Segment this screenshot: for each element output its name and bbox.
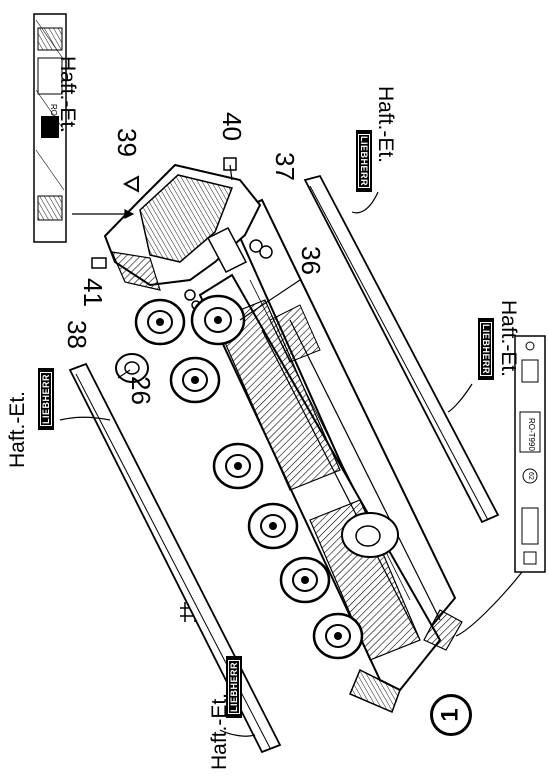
wheel — [190, 294, 246, 346]
liebherr-logo-2: LIEBHERR — [478, 318, 494, 381]
haft-et-label-2: Haft.-Et. — [374, 86, 397, 164]
wheel — [169, 356, 221, 404]
sticker-strip-left — [33, 13, 67, 243]
liebherr-logo-1: LIEBHERR — [356, 130, 372, 193]
leader-lines — [59, 164, 523, 737]
strip-code-right: RO-T990 — [527, 418, 536, 451]
haft-et-label-1: Haft.-Et. — [56, 56, 79, 134]
strip-badge: 62 — [527, 472, 534, 480]
part-number-40: 40 — [217, 112, 247, 141]
sticker-strip-right — [514, 335, 546, 573]
step-number: 1 — [436, 708, 464, 722]
part-number-37: 37 — [270, 152, 300, 181]
fender-strip-38 — [68, 362, 282, 754]
wheel — [312, 612, 364, 660]
liebherr-logo-3: LIEBHERR — [38, 367, 54, 430]
haft-et-label-3: Haft.-Et. — [497, 300, 520, 378]
cab — [91, 157, 273, 310]
wheel — [134, 298, 186, 346]
step-number-badge: 1 — [430, 694, 472, 736]
wheel — [279, 556, 331, 604]
part-number-38: 38 — [62, 320, 92, 349]
liebherr-logo-4: LIEBHERR — [226, 655, 242, 718]
haft-et-label-4: Haft.-Et. — [6, 390, 29, 468]
fender-strip-37 — [303, 174, 500, 524]
part-number-39: 39 — [112, 128, 142, 157]
part-number-26: 26 — [126, 376, 156, 405]
wheels — [115, 294, 364, 660]
triangle-marker-icon — [122, 175, 139, 193]
part-number-36: 36 — [296, 246, 326, 275]
strip-code-left: RO-T990 — [49, 104, 58, 137]
wheel — [212, 442, 264, 490]
wheel — [247, 502, 299, 550]
part-number-41: 41 — [78, 278, 108, 307]
